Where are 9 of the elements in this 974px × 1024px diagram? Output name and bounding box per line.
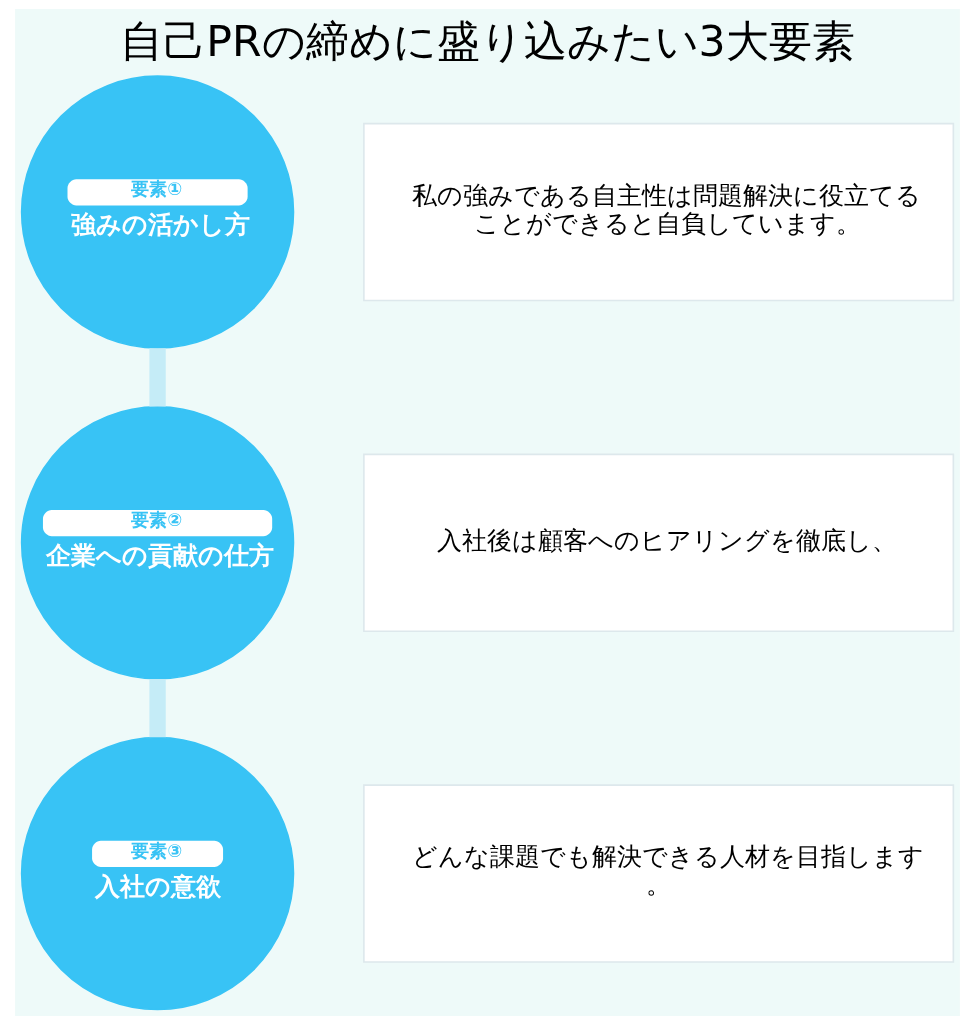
node-box: 入社後は顧客へのヒアリングを徹底し、	[362, 453, 954, 632]
node-circle: 要素① 強みの活かし方	[20, 74, 294, 349]
connector	[148, 678, 166, 737]
connector	[148, 347, 166, 407]
node-circle: 要素③ 入社の意欲	[20, 736, 294, 1010]
node-box: どんな課題でも解決できる人材を目指します。	[362, 783, 954, 963]
diagram-title: 自己PRの締めに盛り込みたい3大要素	[119, 15, 855, 66]
node-circle: 要素② 企業への貢献の仕方	[20, 405, 294, 680]
node-box: 私の強みである自主性は問題解決に役立てることができると自負しています。	[362, 122, 954, 301]
